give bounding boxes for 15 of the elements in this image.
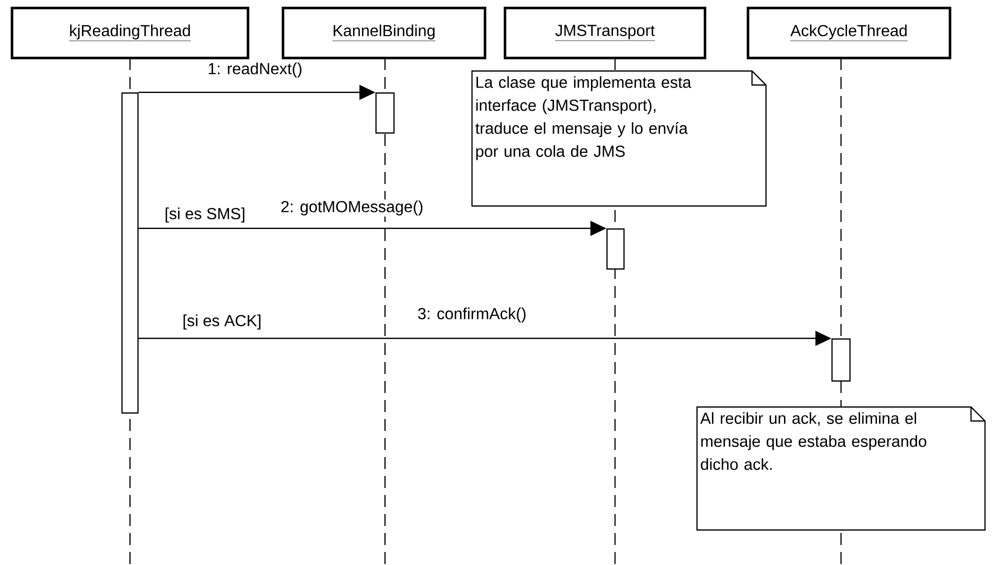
object-box: JMSTransport [504, 6, 706, 60]
guard-condition: [si es ACK] [184, 314, 260, 330]
note: Al recibir un ack, se elimina el mensaje que estaba esperando dicho ack. [696, 406, 986, 531]
object-box: kjReadingThread [10, 6, 250, 60]
activation-bar [375, 92, 395, 134]
activation-bar [121, 92, 139, 414]
note: La clase que implementa esta interface (JMSTransport), traduce el mensaje y lo envía por una cola de JMS [471, 70, 767, 207]
object-box: KannelBinding [282, 6, 486, 60]
guard-condition: [si es SMS] [166, 208, 244, 222]
message-label: 3: confirmAck() [416, 306, 528, 324]
object-box: AckCycleThread [746, 6, 952, 60]
activation-bar [606, 228, 625, 270]
message-label: 1: readNext() [206, 62, 304, 78]
message-label: 2: gotMOMessage() [280, 200, 424, 216]
activation-bar [831, 338, 851, 382]
